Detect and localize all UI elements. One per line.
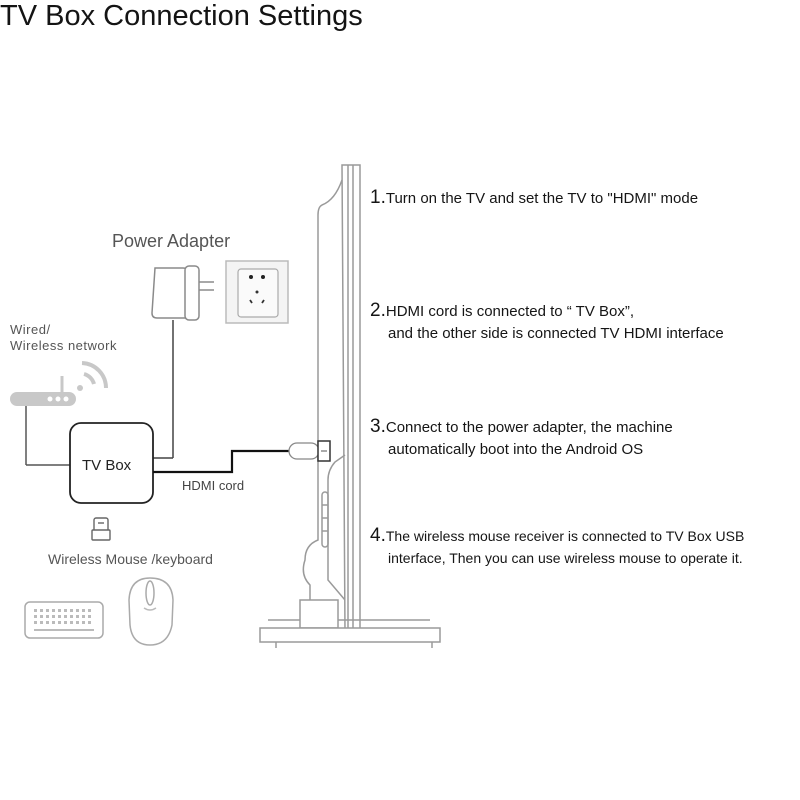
keyboard-key (46, 609, 49, 612)
step-text: HDMI cord is connected to “ TV Box”, (385, 303, 635, 320)
keyboard-key (34, 621, 37, 624)
step-text-cont: interface, Then you can use wireless mou… (388, 550, 743, 566)
step-number: 2. (370, 300, 386, 321)
keyboard-key (46, 621, 49, 624)
router-icon (10, 376, 76, 466)
keyboard-icon (24, 601, 104, 639)
keyboard-key (58, 621, 61, 624)
mouse-icon (128, 577, 174, 646)
page-title: TV Box Connection Settings (0, 0, 363, 32)
keyboard-key (70, 615, 73, 618)
network-label-line1: Wired/ (10, 322, 51, 337)
hdmi-cord (153, 449, 289, 474)
wall-socket-icon (225, 260, 289, 324)
keyboard-key (52, 615, 55, 618)
power-adapter-label: Power Adapter (112, 231, 231, 251)
step-3: 3.Connect to the power adapter, the mach… (370, 416, 673, 461)
wireless-peripherals-label: Wireless Mouse /keyboard (48, 551, 213, 567)
step-text: The wireless mouse receiver is connected… (385, 528, 745, 544)
keyboard-key (46, 615, 49, 618)
step-text-cont: and the other side is connected TV HDMI … (388, 325, 724, 342)
hdmi-plug-icon (288, 440, 331, 462)
keyboard-key (64, 621, 67, 624)
step-text: Connect to the power adapter, the machin… (385, 419, 673, 436)
keyboard-key (64, 615, 67, 618)
step-text: Turn on the TV and set the TV to "HDMI" … (385, 190, 699, 207)
keyboard-key (40, 609, 43, 612)
keyboard-key (34, 609, 37, 612)
usb-receiver-icon (91, 517, 111, 541)
keyboard-key (76, 615, 79, 618)
keyboard-key (76, 609, 79, 612)
keyboard-key (58, 615, 61, 618)
tv-side-view-icon (259, 164, 441, 648)
keyboard-key (70, 609, 73, 612)
keyboard-key (64, 609, 67, 612)
keyboard-key (88, 621, 91, 624)
wifi-icon (77, 361, 109, 391)
tv-box-label: TV Box (82, 457, 132, 474)
hdmi-cord-label: HDMI cord (182, 478, 245, 493)
network-label: Wired/ Wireless network (10, 322, 117, 354)
keyboard-key (82, 609, 85, 612)
step-1: 1.Turn on the TV and set the TV to "HDMI… (370, 187, 698, 210)
keyboard-key (82, 621, 85, 624)
step-number: 3. (370, 416, 386, 437)
keyboard-key (40, 621, 43, 624)
power-adapter-icon (151, 265, 214, 459)
step-text-cont: automatically boot into the Android OS (388, 441, 644, 458)
tv-box-icon (69, 422, 154, 504)
keyboard-key (76, 621, 79, 624)
step-2: 2.HDMI cord is connected to “ TV Box”, a… (370, 300, 724, 345)
keyboard-key (58, 609, 61, 612)
keyboard-key (70, 621, 73, 624)
network-label-line2: Wireless network (10, 338, 117, 353)
keyboard-key (82, 615, 85, 618)
step-number: 4. (370, 525, 386, 546)
keyboard-key (52, 621, 55, 624)
keyboard-key (88, 609, 91, 612)
keyboard-key (40, 615, 43, 618)
step-4: 4.The wireless mouse receiver is connect… (370, 525, 744, 569)
keyboard-key (34, 615, 37, 618)
step-number: 1. (370, 187, 386, 208)
keyboard-key (88, 615, 91, 618)
keyboard-key (52, 609, 55, 612)
